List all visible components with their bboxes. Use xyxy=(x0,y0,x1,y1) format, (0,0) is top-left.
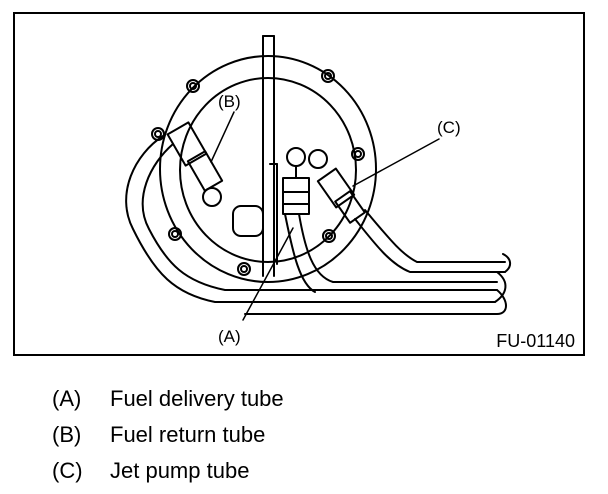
legend-key: (B) xyxy=(52,422,82,447)
legend: (A) Fuel delivery tube (B) Fuel return t… xyxy=(52,386,284,494)
bolt xyxy=(237,262,251,276)
callout-a: (A) xyxy=(218,327,241,346)
leader-b xyxy=(210,111,235,163)
legend-text: Fuel delivery tube xyxy=(110,386,284,411)
bolt xyxy=(321,69,335,83)
legend-text: Jet pump tube xyxy=(110,458,250,483)
diagram-frame: (B) (C) (A) FU-01140 xyxy=(13,12,585,356)
legend-key: (A) xyxy=(52,386,82,411)
bolt xyxy=(322,229,336,243)
figure-code: FU-01140 xyxy=(496,331,575,351)
legend-key: (C) xyxy=(52,458,83,483)
plate-fitting xyxy=(232,205,264,237)
legend-item: (B) Fuel return tube xyxy=(52,422,284,458)
delivery-tube-connector xyxy=(282,147,310,215)
jet-pump-tube xyxy=(354,218,506,273)
legend-item: (A) Fuel delivery tube xyxy=(52,386,284,422)
flange-bolts xyxy=(151,69,365,276)
fuel-pump-drawing xyxy=(125,35,511,321)
fuel-tube-bundle xyxy=(125,135,496,303)
callout-c: (C) xyxy=(437,118,461,137)
jet-pump-connector xyxy=(308,149,366,224)
bolt xyxy=(151,127,165,141)
pump-flange xyxy=(159,55,377,283)
return-tube-connector xyxy=(166,121,224,207)
leader-a xyxy=(242,227,294,321)
legend-item: (C) Jet pump tube xyxy=(52,458,284,494)
bolt xyxy=(351,147,365,161)
callout-b: (B) xyxy=(218,92,241,111)
leader-c xyxy=(352,138,440,187)
bolt xyxy=(168,227,182,241)
bolt xyxy=(186,79,200,93)
legend-text: Fuel return tube xyxy=(110,422,266,447)
pump-plate xyxy=(179,77,357,263)
